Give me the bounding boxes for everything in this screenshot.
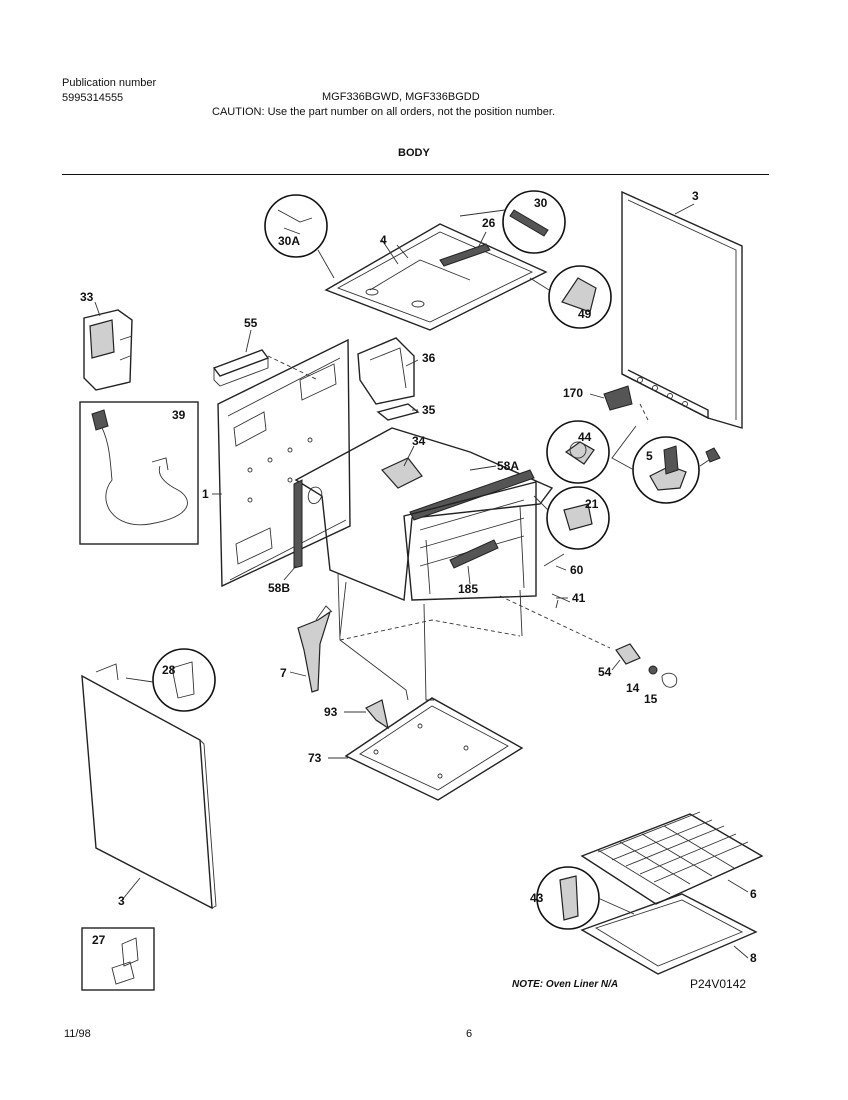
revision-date: 11/98 <box>64 1028 91 1040</box>
callout-49: 49 <box>578 307 592 321</box>
callout-26: 26 <box>482 216 496 230</box>
part-55 <box>212 349 270 377</box>
power-cord-box <box>79 401 199 545</box>
callout-28: 28 <box>162 663 176 677</box>
callout-36: 36 <box>422 351 436 365</box>
part-93 <box>365 699 389 730</box>
caution-note: CAUTION: Use the part number on all orde… <box>212 106 555 118</box>
part-7 <box>297 610 332 693</box>
back-panel-1 <box>217 338 351 588</box>
callout-6: 6 <box>750 887 757 901</box>
part-54 <box>615 643 641 665</box>
callout-55: 55 <box>244 316 258 330</box>
callout-1: 1 <box>202 487 209 501</box>
callout-bubble-28 <box>152 648 216 712</box>
drawing-code: P24V0142 <box>690 977 747 991</box>
callout-58a: 58A <box>497 459 520 473</box>
page-number: 6 <box>466 1028 473 1040</box>
callout-30a: 30A <box>278 234 301 248</box>
model-numbers: MGF336BGWD, MGF336BGDD <box>322 91 480 103</box>
callout-35: 35 <box>422 403 436 417</box>
callout-7: 7 <box>280 666 287 680</box>
header-divider <box>62 174 769 175</box>
callout-21: 21 <box>585 497 599 511</box>
callout-3-top: 3 <box>692 189 699 203</box>
callout-33: 33 <box>80 290 94 304</box>
part-14 <box>648 665 658 675</box>
callout-60: 60 <box>570 563 584 577</box>
callout-170: 170 <box>563 386 584 400</box>
oven-rack <box>580 811 764 905</box>
control-bracket-33 <box>83 309 133 391</box>
callout-34: 34 <box>412 434 426 448</box>
callout-41: 41 <box>572 591 586 605</box>
part-27-box <box>81 927 155 991</box>
oven-liner-note: NOTE: Oven Liner N/A <box>512 979 619 990</box>
callout-58b: 58B <box>268 581 291 595</box>
callout-54: 54 <box>598 665 612 679</box>
publication-label: Publication number <box>62 77 157 89</box>
oven-body <box>293 427 554 701</box>
callout-27: 27 <box>92 933 106 947</box>
callout-3-bottom: 3 <box>118 894 125 908</box>
callout-5: 5 <box>646 449 653 463</box>
callout-43: 43 <box>530 891 544 905</box>
callout-73: 73 <box>308 751 322 765</box>
callout-15: 15 <box>644 692 658 706</box>
callout-93: 93 <box>324 705 338 719</box>
callout-8: 8 <box>750 951 757 965</box>
side-panel-left <box>81 663 217 910</box>
publication-number: 5995314555 <box>62 92 124 104</box>
callout-30: 30 <box>534 196 548 210</box>
part-35 <box>376 403 420 421</box>
part-36 <box>357 337 415 405</box>
callout-4: 4 <box>380 233 387 247</box>
section-title: BODY <box>398 147 430 159</box>
drawer-bottom-73 <box>344 697 524 801</box>
broiler-pan <box>580 893 758 975</box>
callout-bubble-30a <box>264 194 328 258</box>
callout-44: 44 <box>578 430 592 444</box>
side-panel-right <box>621 190 743 429</box>
callout-14: 14 <box>626 681 640 695</box>
part-15 <box>661 672 678 688</box>
callout-185: 185 <box>458 582 479 596</box>
callout-39: 39 <box>172 408 186 422</box>
cooktop-panel <box>324 223 548 331</box>
